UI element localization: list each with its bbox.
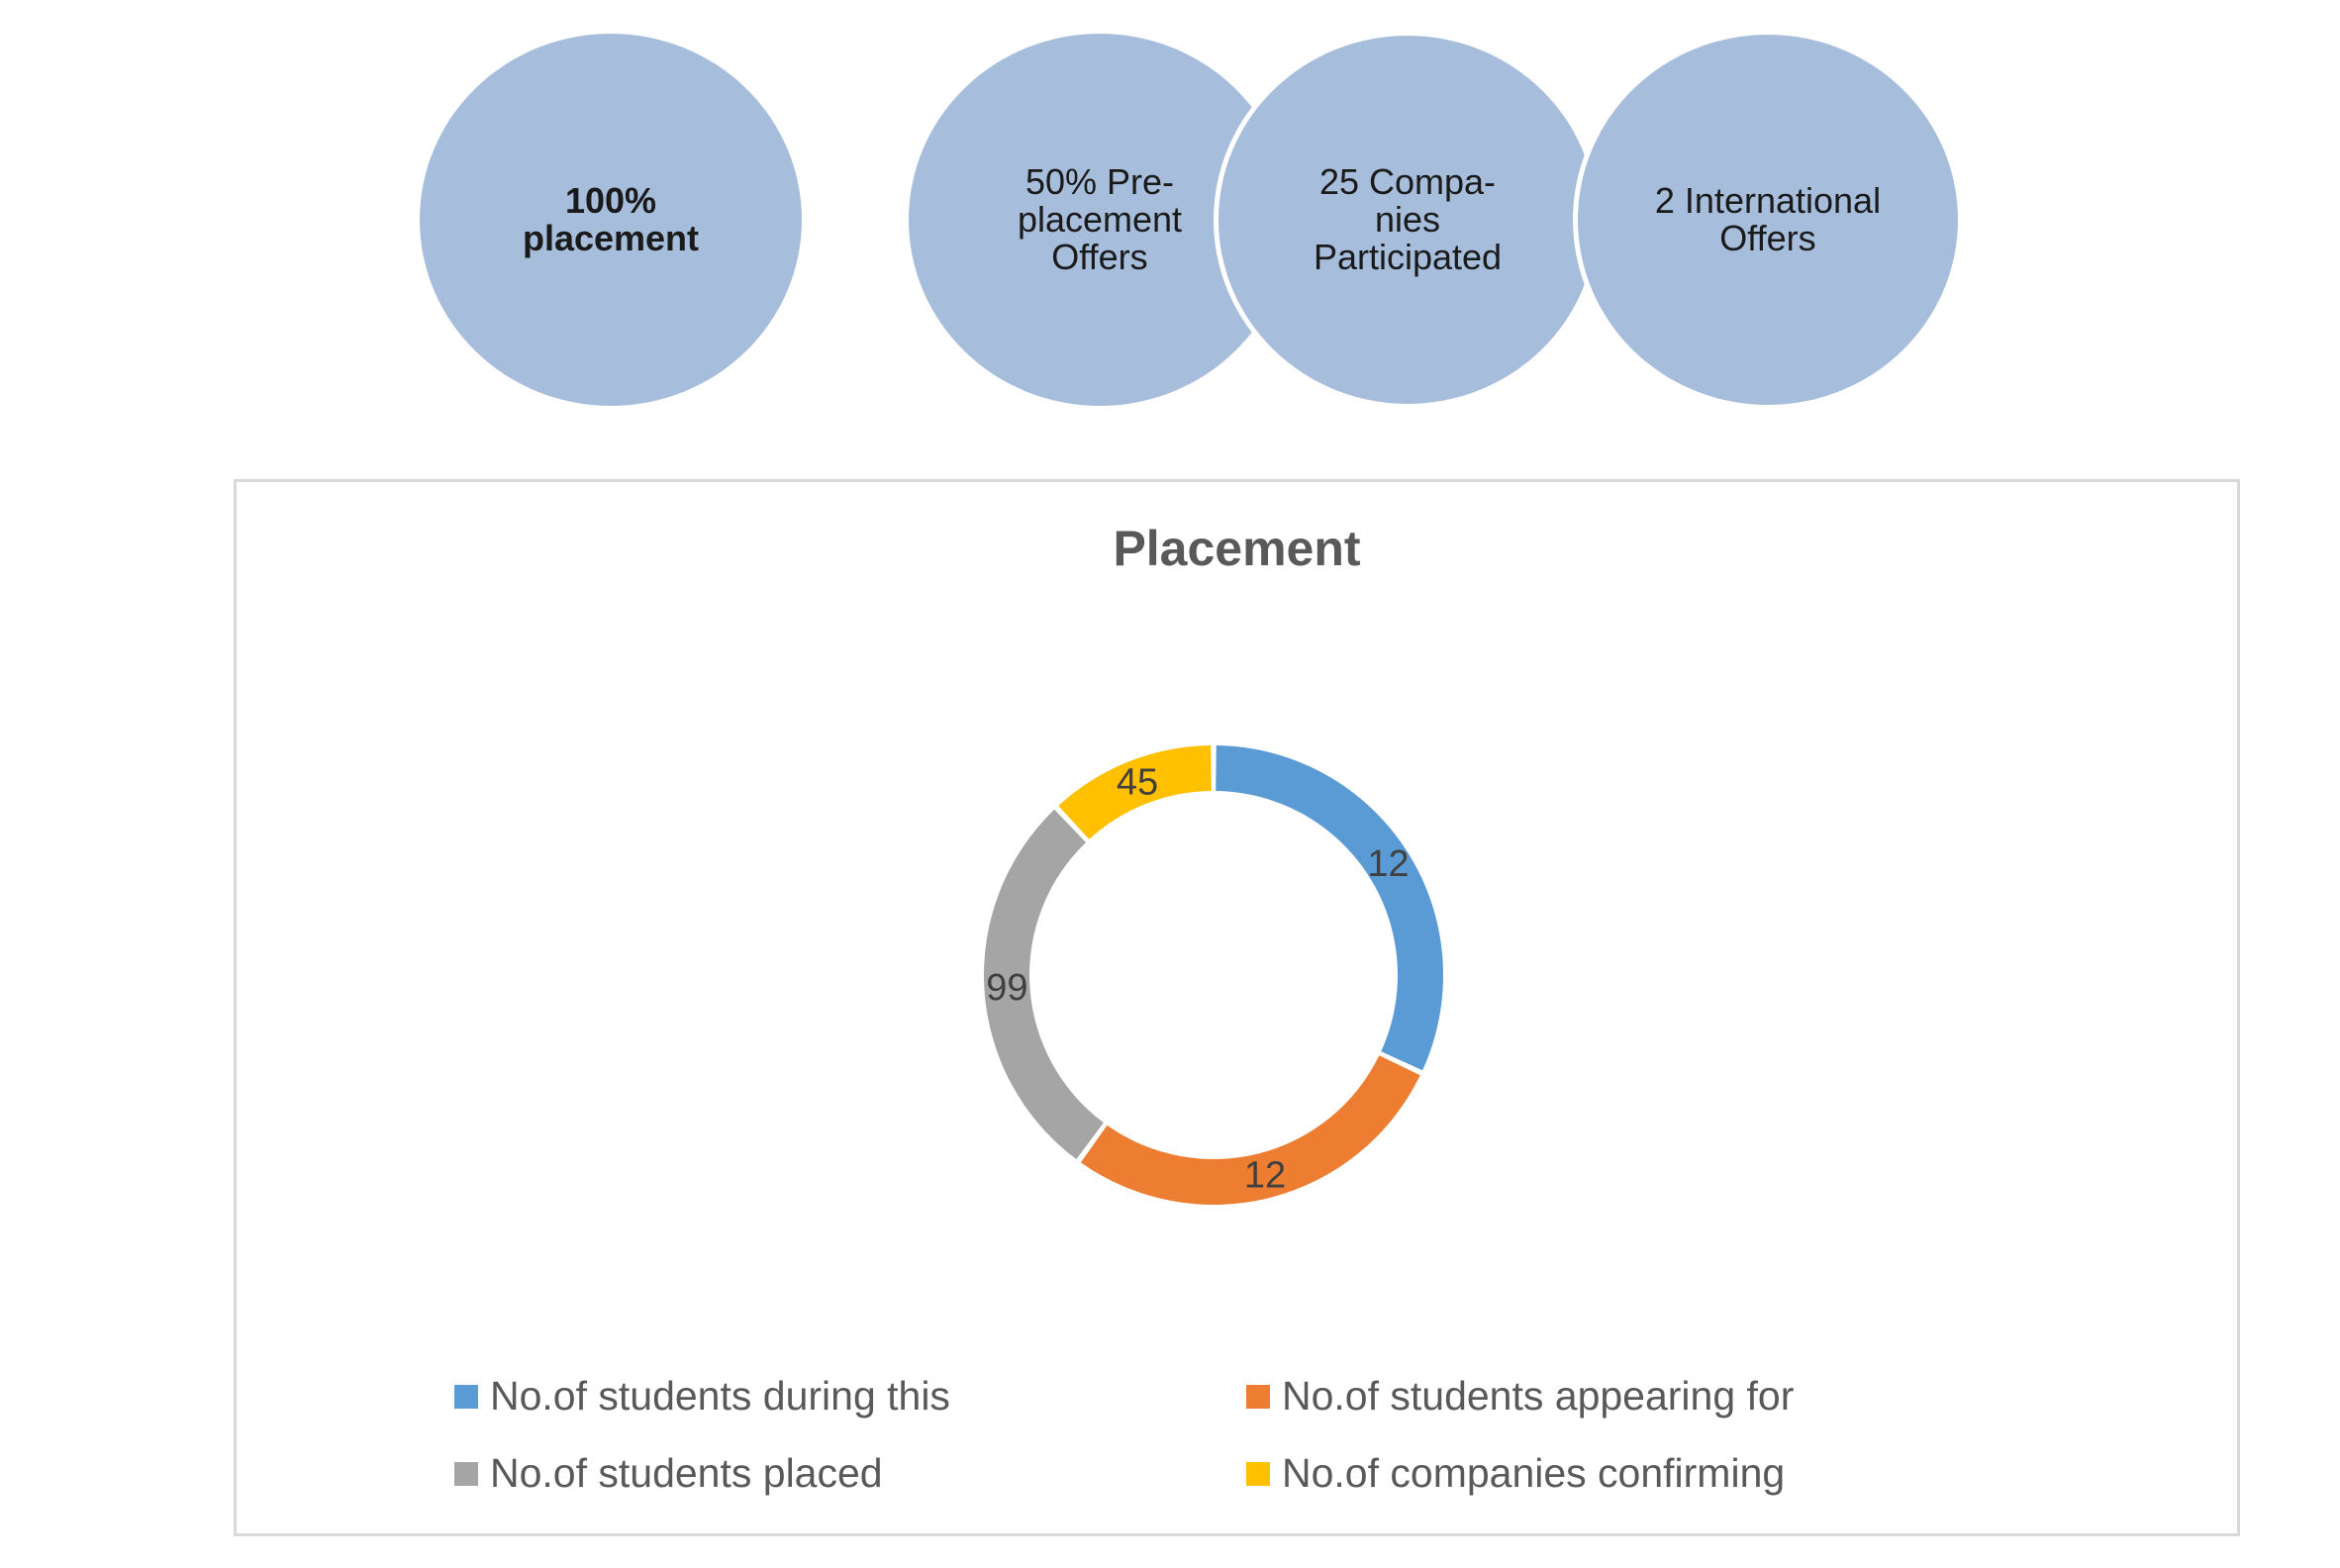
donut-segment-2: [1080, 1055, 1420, 1205]
legend-item-3: No.of students placed: [454, 1450, 883, 1497]
legend-item-4: No.of companies confirming: [1246, 1450, 1785, 1497]
data-label-1: 12: [1367, 843, 1409, 885]
stat-text-international: 2 International Offers: [1654, 180, 1882, 258]
legend-swatch-3: [454, 1461, 478, 1486]
stat-text-placement: 100% placement: [522, 180, 700, 258]
stat-circle-placement: 100% placement: [420, 34, 802, 406]
legend-label-4: No.of companies confirming: [1282, 1450, 1786, 1496]
stat-circle-international: 2 International Offers: [1573, 30, 1963, 410]
donut-segment-1: [1216, 745, 1443, 1071]
legend-label-3: No.of students placed: [490, 1450, 883, 1496]
donut-chart: 12 12 99 45: [984, 745, 1443, 1205]
legend-label-1: No.of students during this: [490, 1373, 950, 1419]
legend-swatch-4: [1246, 1461, 1270, 1486]
donut-segment-3: [984, 809, 1104, 1160]
stat-circles: 100% placement 50% Pre- placement Offers…: [0, 0, 2340, 436]
data-label-2: 12: [1244, 1154, 1286, 1196]
legend-swatch-2: [1246, 1384, 1270, 1409]
data-label-4: 45: [1117, 762, 1158, 804]
legend-swatch-1: [454, 1384, 478, 1409]
donut-segment-4: [1058, 745, 1212, 839]
chart-title: Placement: [1113, 521, 1361, 576]
stat-text-companies: 25 Compa- nies Participated: [1313, 161, 1503, 277]
chart-frame: Placement 12 12 99 45 No.of students during…: [234, 479, 2240, 1536]
stat-circle-companies: 25 Compa- nies Participated: [1214, 31, 1602, 409]
legend-label-2: No.of students appearing for: [1282, 1373, 1795, 1419]
legend-item-2: No.of students appearing for: [1246, 1373, 1794, 1420]
stat-text-preplacement: 50% Pre- placement Offers: [1017, 161, 1183, 277]
data-label-3: 99: [986, 967, 1027, 1009]
legend-item-1: No.of students during this: [454, 1373, 950, 1420]
